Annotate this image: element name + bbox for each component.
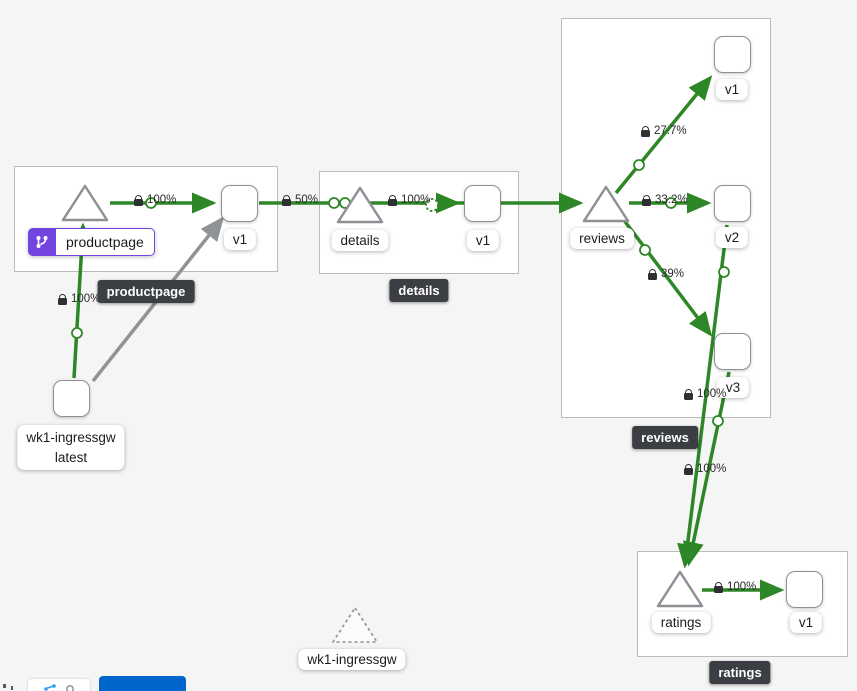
edge-reviews-to-v1[interactable] — [614, 75, 713, 195]
edge-label-productpage-details: 50% — [282, 194, 318, 206]
node-reviews-service[interactable] — [580, 183, 632, 225]
edge-midpoint — [71, 327, 83, 339]
node-idle-ingressgw[interactable] — [329, 604, 381, 646]
lock-icon — [684, 463, 693, 475]
node-productpage-v1[interactable] — [221, 185, 258, 222]
edge-label-reviews-v1: 27.7% — [641, 125, 687, 137]
node-label: ratings — [651, 612, 711, 633]
edge-label-details-v1: 100% — [388, 194, 430, 206]
edge-midpoint — [633, 159, 645, 171]
edge-label-reviews-v3: 39% — [648, 268, 684, 280]
node-label: v1 — [466, 230, 500, 251]
circle-icon — [66, 685, 74, 691]
lock-icon — [388, 194, 397, 206]
node-label: v3 — [716, 377, 750, 398]
edge-label-v3-ratings: 100% — [684, 388, 726, 400]
toolbar-fragment — [1, 681, 17, 691]
edge-reviews-to-v3[interactable] — [618, 213, 713, 337]
minimap-toggle-button[interactable] — [28, 679, 90, 691]
lock-icon — [642, 194, 651, 206]
node-ratings-service[interactable] — [654, 568, 706, 610]
mini-graph-icon — [44, 684, 56, 691]
node-label: v2 — [715, 227, 749, 248]
node-reviews-v2[interactable] — [714, 185, 751, 222]
productpage-service-badge[interactable]: productpage — [28, 228, 155, 256]
lock-icon — [282, 194, 291, 206]
code-branch-icon — [28, 228, 56, 256]
node-label: v1 — [715, 79, 749, 100]
lock-icon — [648, 268, 657, 280]
node-details-v1[interactable] — [464, 185, 501, 222]
edge-midpoint — [328, 197, 340, 209]
edge-midpoint — [665, 197, 677, 209]
edge-label-v2-ratings: 100% — [684, 463, 726, 475]
lock-icon — [714, 581, 723, 593]
node-reviews-v1[interactable] — [714, 36, 751, 73]
app-label-details: details — [389, 279, 449, 302]
node-label-ingressgw: wk1-ingressgw latest — [17, 425, 125, 471]
node-label-idle: wk1-ingressgw — [298, 649, 406, 670]
legend-button[interactable] — [99, 676, 186, 691]
app-label-productpage: productpage — [97, 280, 195, 303]
productpage-service-label: productpage — [56, 228, 155, 256]
node-label: v1 — [789, 612, 823, 633]
node-label: reviews — [570, 228, 634, 249]
node-ratings-v1[interactable] — [786, 571, 823, 608]
node-reviews-v3[interactable] — [714, 333, 751, 370]
lock-icon — [134, 194, 143, 206]
edge-label-ratings-v1: 100% — [714, 581, 756, 593]
edge-reviews-v3-to-ratings[interactable] — [683, 371, 731, 567]
lock-icon — [58, 293, 67, 305]
node-wk1-ingressgw[interactable] — [53, 380, 90, 417]
app-label-ratings: ratings — [709, 661, 771, 684]
edge-midpoint — [639, 244, 651, 256]
edge-label-reviews-v2: 33.2% — [642, 194, 688, 206]
node-productpage-service[interactable] — [59, 182, 111, 224]
app-label-reviews: reviews — [632, 426, 698, 449]
lock-icon — [641, 125, 650, 137]
edge-reviews-v2-to-ratings[interactable] — [677, 224, 729, 569]
node-details-service[interactable] — [334, 184, 386, 226]
node-label: v1 — [223, 229, 257, 250]
edge-midpoint — [425, 198, 439, 212]
edge-label-productpage-v1: 100% — [134, 194, 176, 206]
lock-icon — [684, 388, 693, 400]
node-label: details — [331, 230, 389, 251]
edge-midpoint — [718, 266, 730, 278]
edge-midpoint — [712, 415, 724, 427]
edge-label-ingress-productpage: 100% — [58, 293, 100, 305]
edge-midpoint — [145, 197, 157, 209]
